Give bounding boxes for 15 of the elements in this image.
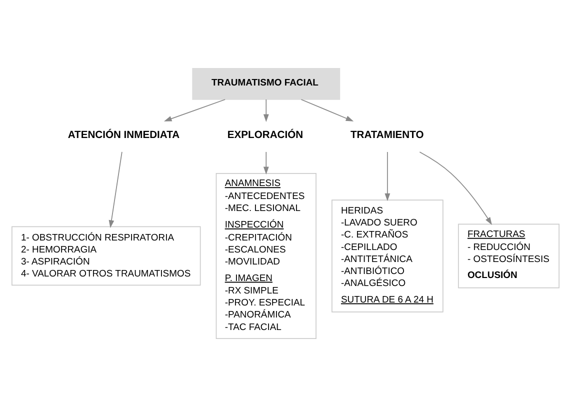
- arrow: [164, 98, 226, 121]
- node-box: FRACTURAS - REDUCCIÓN - OSTEOSÍNTESIS OCLUSIÓN: [458, 223, 560, 288]
- arrow: [263, 151, 269, 174]
- arrow: [419, 151, 492, 224]
- node-box: TRAUMATISMO FACIAL: [192, 68, 340, 100]
- arrow: [263, 98, 269, 122]
- arrow: [108, 151, 122, 228]
- node-text: EXPLORACIÓN: [227, 130, 304, 141]
- arrow: [300, 98, 354, 121]
- arrow: [384, 151, 390, 201]
- node-box: HERIDAS -LAVADO SUERO -C. EXTRAÑOS -CEPILLADO -ANTITETÁNICA -ANTIBIÓTICO -ANALGÉSICO SUTURA DE 6 A 24 H: [332, 199, 444, 312]
- node-box: 1- OBSTRUCCIÓN RESPIRATORIA 2- HEMORRAGIA 3- ASPIRACIÓN 4- VALORAR OTROS TRAUMATISMOS: [12, 226, 201, 286]
- node-box: ANAMNESIS -ANTECEDENTES -MEC. LESIONAL INSPECCIÓN -CREPITACIÓN -ESCALONES -MOVILIDAD P. IMAGEN -RX SIMPLE -PROY. ESPECIAL -PANORÁMICA -TAC FACIAL: [216, 172, 316, 338]
- node-text: TRATAMIENTO: [350, 130, 424, 141]
- node-text: ATENCIÓN INMEDIATA: [68, 130, 180, 141]
